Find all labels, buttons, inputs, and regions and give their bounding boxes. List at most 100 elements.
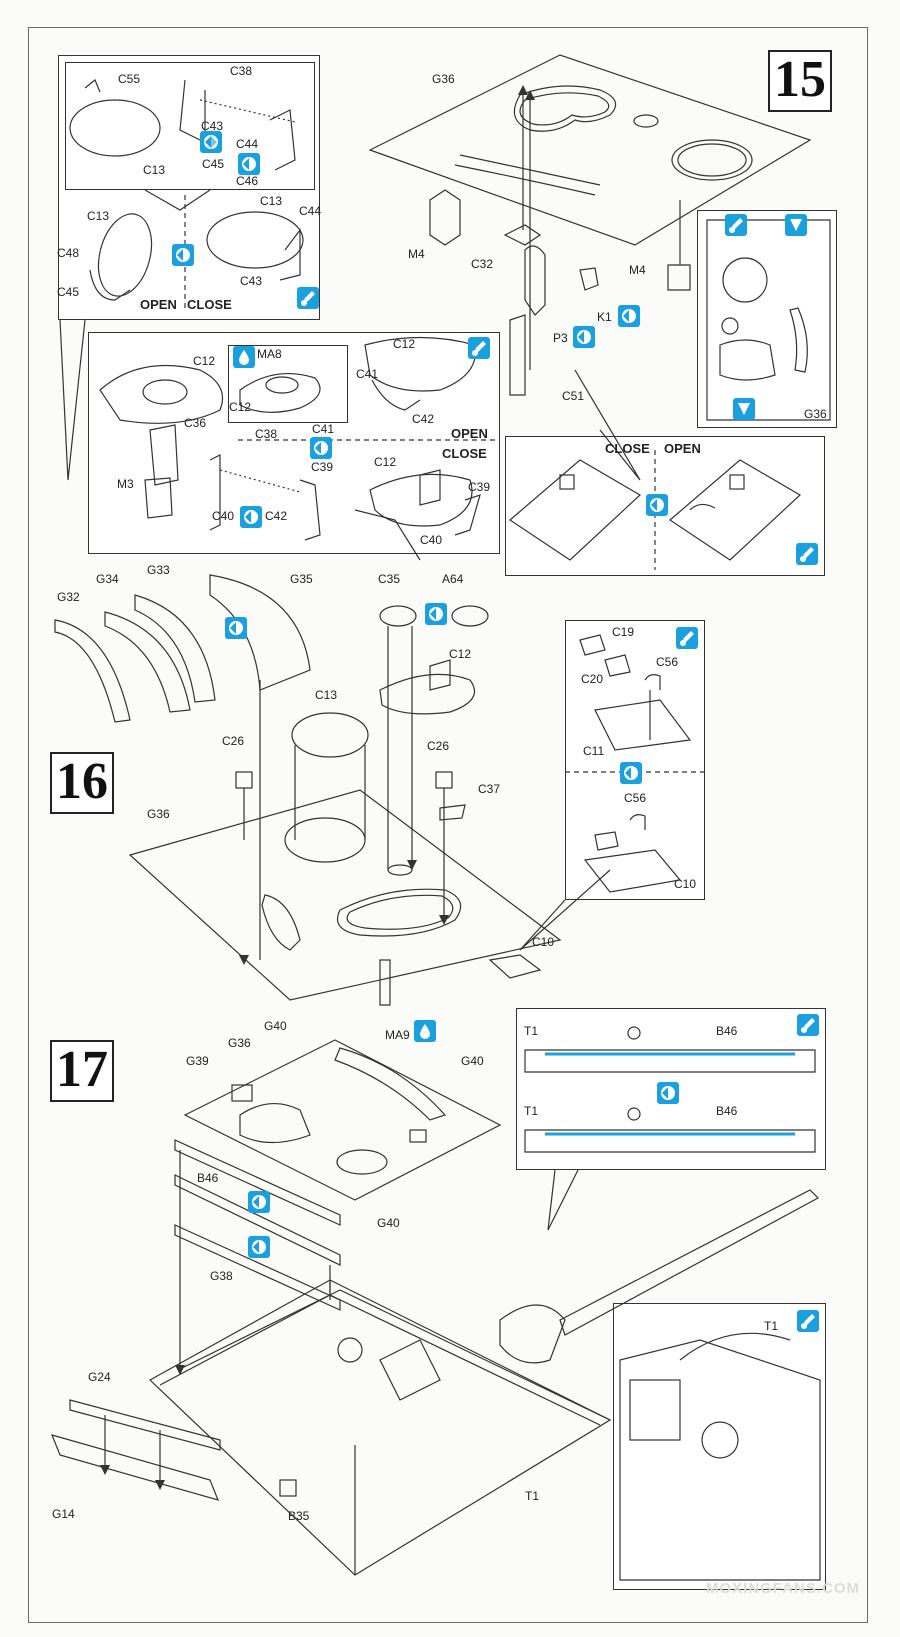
part-label: C43: [240, 274, 263, 288]
close-label: CLOSE: [442, 446, 487, 461]
paint-brush-icon: [468, 337, 490, 359]
part-label: C40: [420, 533, 443, 547]
part-label: T1: [525, 1489, 540, 1503]
part-label: C39: [311, 460, 334, 474]
paint-brush-icon: [297, 287, 319, 309]
drill-hole-icon: [733, 398, 755, 420]
part-label: G36: [147, 807, 170, 821]
part-label: C38: [230, 64, 253, 78]
part-label: C10: [532, 935, 555, 949]
part-label: C12: [393, 337, 416, 351]
both-options-icon: [646, 494, 668, 516]
part-label: G39: [186, 1054, 209, 1068]
part-label: C46: [236, 174, 259, 188]
part-label: G40: [264, 1019, 287, 1033]
part-label: C39: [468, 480, 491, 494]
part-label: B35: [288, 1509, 310, 1523]
paint-brush-icon: [797, 1310, 819, 1332]
part-label: C56: [656, 655, 679, 669]
part-label: T1: [764, 1319, 779, 1333]
paint-brush-icon: [725, 214, 747, 236]
part-label: C12: [193, 354, 216, 368]
part-label: C45: [202, 157, 225, 171]
part-label: G36: [432, 72, 455, 86]
part-label: C56: [624, 791, 647, 805]
part-label: C13: [260, 194, 283, 208]
part-label: C26: [427, 739, 450, 753]
part-label: B46: [716, 1024, 738, 1038]
paint-brush-icon: [796, 543, 818, 565]
part-label: C26: [222, 734, 245, 748]
part-label: C35: [378, 572, 401, 586]
part-label: T1: [524, 1024, 539, 1038]
drill-hole-icon: [785, 214, 807, 236]
both-options-icon: [573, 326, 595, 348]
part-label: C41: [312, 422, 335, 436]
part-label: G24: [88, 1370, 111, 1384]
step-number-16: 16: [50, 752, 114, 814]
part-label: G35: [290, 572, 313, 586]
part-label: C10: [674, 877, 697, 891]
both-options-icon: [172, 244, 194, 266]
part-label: K1: [597, 310, 612, 324]
part-label: C42: [265, 509, 288, 523]
both-options-icon: [618, 305, 640, 327]
open-label: OPEN: [664, 441, 701, 456]
both-options-icon: [310, 437, 332, 459]
part-label: C12: [449, 647, 472, 661]
part-label: P3: [553, 331, 568, 345]
both-options-icon: [248, 1236, 270, 1258]
watermark-text: MOXINGFANS.COM: [705, 1580, 860, 1597]
glue-drop-icon: [414, 1020, 436, 1042]
part-label: C42: [412, 412, 435, 426]
paint-brush-icon: [676, 627, 698, 649]
part-label: C36: [184, 416, 207, 430]
part-label: MA9: [385, 1028, 410, 1042]
both-options-icon: [657, 1082, 679, 1104]
part-label: G32: [57, 590, 80, 604]
both-options-icon: [238, 153, 260, 175]
inset-c13-detail: [65, 62, 315, 190]
both-options-icon: [225, 617, 247, 639]
part-label: B46: [716, 1104, 738, 1118]
part-label: C48: [57, 246, 80, 260]
part-label: G36: [804, 407, 827, 421]
part-label: C20: [581, 672, 604, 686]
part-label: MA8: [257, 347, 282, 361]
part-label: C45: [57, 285, 80, 299]
part-label: C13: [143, 163, 166, 177]
part-label: C44: [299, 204, 322, 218]
close-label: CLOSE: [605, 441, 650, 456]
open-label: OPEN: [140, 297, 177, 312]
paint-brush-icon: [797, 1014, 819, 1036]
part-label: C51: [562, 389, 585, 403]
part-label: C41: [356, 367, 379, 381]
part-label: C32: [471, 257, 494, 271]
part-label: G14: [52, 1507, 75, 1521]
both-options-icon: [240, 506, 262, 528]
part-label: T1: [524, 1104, 539, 1118]
both-options-icon: [425, 603, 447, 625]
part-label: B46: [197, 1171, 219, 1185]
part-label: G34: [96, 572, 119, 586]
both-options-icon: [200, 131, 222, 153]
part-label: A64: [442, 572, 464, 586]
part-label: C19: [612, 625, 635, 639]
both-options-icon: [248, 1191, 270, 1213]
part-label: G36: [228, 1036, 251, 1050]
page-frame: [28, 27, 868, 1623]
part-label: C43: [201, 119, 224, 133]
part-label: C12: [374, 455, 397, 469]
inset-t1-detail: [613, 1303, 826, 1590]
both-options-icon: [620, 762, 642, 784]
part-label: C37: [478, 782, 501, 796]
part-label: C11: [583, 744, 605, 758]
part-label: C12: [229, 400, 252, 414]
part-label: G40: [461, 1054, 484, 1068]
open-label: OPEN: [451, 426, 488, 441]
step-number-15: 15: [768, 50, 832, 112]
part-label: C44: [236, 137, 259, 151]
part-label: M4: [629, 263, 646, 277]
